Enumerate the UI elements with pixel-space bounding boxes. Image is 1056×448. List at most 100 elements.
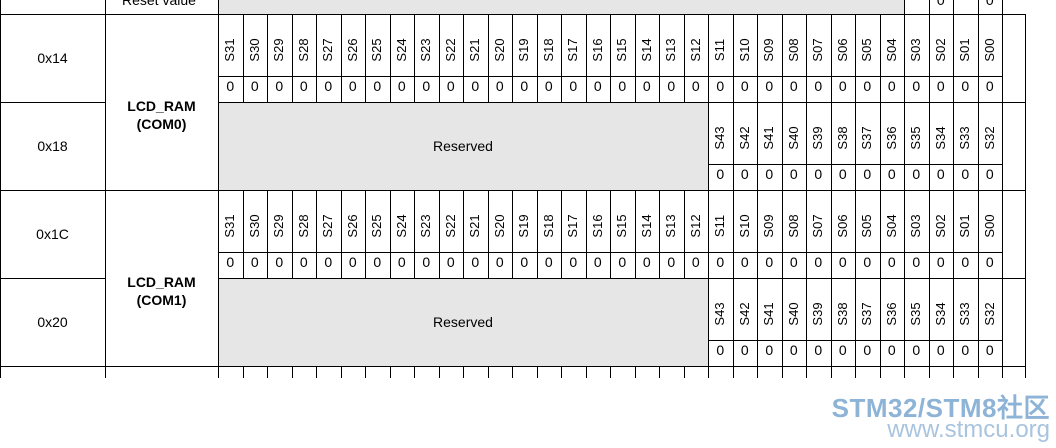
bit-field-label: S33 bbox=[957, 126, 973, 150]
table-rule bbox=[242, 190, 244, 278]
table-rule bbox=[708, 340, 1002, 341]
bit-field-label: S33 bbox=[957, 302, 973, 326]
bit-reset-value: 0 bbox=[985, 342, 994, 358]
bit-field-label: S19 bbox=[516, 38, 532, 62]
register-offset: 0x18 bbox=[37, 138, 68, 154]
table-rule bbox=[781, 190, 783, 278]
table-rule bbox=[105, 14, 106, 102]
table-rule bbox=[610, 14, 611, 102]
bit-reset-value: 0 bbox=[985, 254, 994, 270]
bit-reset-value: 0 bbox=[520, 78, 529, 94]
table-rule bbox=[806, 190, 807, 278]
table-rule bbox=[316, 190, 317, 278]
bit-field-label: S24 bbox=[393, 214, 409, 238]
bit-field-label: S31 bbox=[222, 214, 238, 238]
bit-field-label: S18 bbox=[540, 38, 556, 62]
table-rule bbox=[855, 190, 856, 278]
bit-reset-value: 0 bbox=[250, 254, 259, 270]
bit-reset-value: 0 bbox=[936, 254, 945, 270]
table-rule bbox=[365, 190, 366, 278]
table-rule bbox=[438, 366, 440, 378]
table-rule bbox=[708, 190, 709, 278]
bit-field-label: S42 bbox=[736, 126, 752, 150]
bit-reset-value: 0 bbox=[814, 166, 823, 182]
table-rule bbox=[879, 278, 881, 366]
bit-field-label: S02 bbox=[932, 38, 948, 62]
table-rule bbox=[953, 366, 954, 378]
table-rule bbox=[512, 14, 513, 102]
bit-field-label: S07 bbox=[810, 38, 826, 62]
table-rule bbox=[463, 366, 464, 378]
bit-field-label: S17 bbox=[565, 214, 581, 238]
table-rule bbox=[414, 366, 415, 378]
bit-reset-value: 0 bbox=[740, 166, 749, 182]
table-rule bbox=[340, 366, 342, 378]
table-rule bbox=[904, 366, 905, 378]
bit-reset-value: 0 bbox=[275, 78, 284, 94]
bit-reset-value: 0 bbox=[691, 254, 700, 270]
bit-field-label: S05 bbox=[859, 214, 875, 238]
table-rule bbox=[904, 190, 905, 278]
reserved-field bbox=[218, 279, 708, 366]
table-rule bbox=[977, 0, 979, 14]
bit-field-label: S15 bbox=[614, 38, 630, 62]
bit-reset-value: 0 bbox=[618, 254, 627, 270]
table-rule bbox=[105, 278, 106, 366]
bit-field-label: S14 bbox=[638, 38, 654, 62]
register-offset: 0x1C bbox=[36, 226, 69, 242]
table-rule bbox=[1025, 102, 1026, 190]
table-rule bbox=[830, 366, 832, 378]
bit-reset-value: 0 bbox=[838, 78, 847, 94]
table-rule bbox=[953, 190, 954, 278]
table-rule bbox=[1002, 102, 1003, 190]
table-rule bbox=[1002, 14, 1003, 102]
bit-reset-value: 0 bbox=[397, 254, 406, 270]
table-rule bbox=[904, 102, 905, 190]
bit-field-label: S41 bbox=[761, 126, 777, 150]
table-rule bbox=[732, 190, 734, 278]
table-rule bbox=[610, 190, 611, 278]
bit-field-label: S21 bbox=[467, 214, 483, 238]
bit-reset-value: 0 bbox=[961, 342, 970, 358]
table-rule bbox=[806, 102, 807, 190]
bit-field-label: S43 bbox=[712, 126, 728, 150]
table-rule bbox=[855, 366, 856, 378]
bit-reset-value: 0 bbox=[961, 166, 970, 182]
table-rule bbox=[218, 252, 1002, 253]
bit-field-label: S12 bbox=[687, 38, 703, 62]
table-rule bbox=[536, 190, 538, 278]
bit-reset-value: 0 bbox=[740, 254, 749, 270]
bit-reset-value: 0 bbox=[961, 78, 970, 94]
bit-reset-value: 0 bbox=[814, 254, 823, 270]
bit-field-label: S26 bbox=[344, 214, 360, 238]
bit-field-label: S01 bbox=[957, 214, 973, 238]
bit-reset-value: 0 bbox=[593, 254, 602, 270]
bit-field-label: S40 bbox=[785, 302, 801, 326]
table-rule bbox=[389, 190, 391, 278]
bit-field-label: S22 bbox=[442, 214, 458, 238]
table-rule bbox=[904, 0, 905, 14]
register-name: LCD_RAM bbox=[127, 274, 196, 290]
bit-reset-value: 0 bbox=[789, 78, 798, 94]
table-rule bbox=[218, 366, 219, 378]
bit-reset-value: 0 bbox=[569, 78, 578, 94]
bit-reset-value: 0 bbox=[887, 342, 896, 358]
table-rule bbox=[928, 278, 930, 366]
table-rule bbox=[585, 14, 587, 102]
table-rule bbox=[683, 366, 685, 378]
bit-reset-value: 0 bbox=[887, 78, 896, 94]
bit-field-label: S39 bbox=[810, 126, 826, 150]
table-rule bbox=[708, 164, 1002, 165]
table-rule bbox=[757, 278, 758, 366]
table-rule bbox=[879, 14, 881, 102]
bit-reset-value: 0 bbox=[471, 254, 480, 270]
bit-reset-value: 0 bbox=[324, 254, 333, 270]
bit-reset-value: 0 bbox=[495, 254, 504, 270]
watermark-title: STM32/STM8社区 bbox=[831, 393, 1050, 423]
bit-field-label: S30 bbox=[246, 214, 262, 238]
bit-reset-value: 0 bbox=[912, 166, 921, 182]
bit-field-label: S15 bbox=[614, 214, 630, 238]
table-rule bbox=[659, 14, 660, 102]
bit-field-label: S21 bbox=[467, 38, 483, 62]
